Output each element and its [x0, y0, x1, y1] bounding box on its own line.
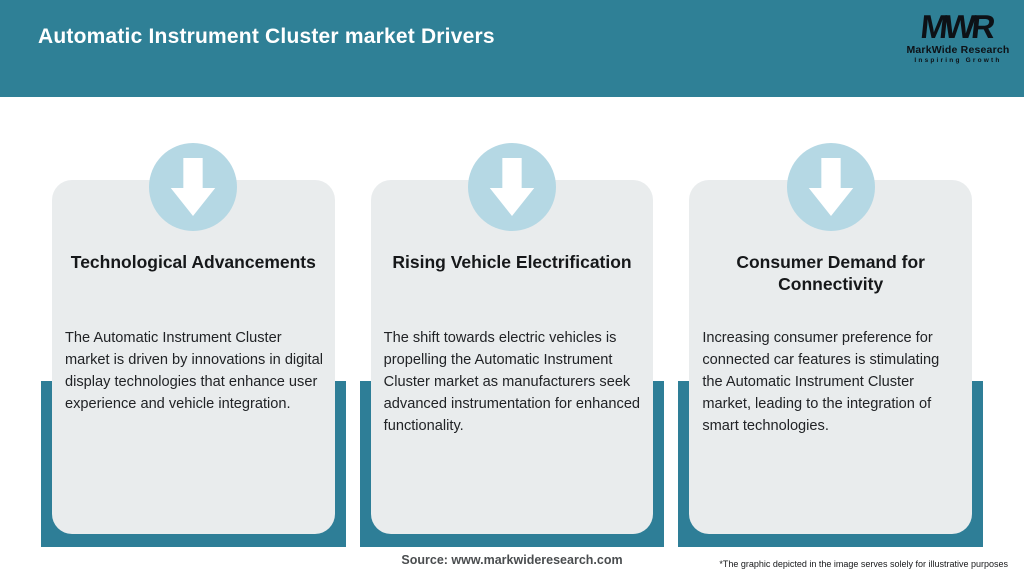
- down-arrow-icon: [808, 158, 853, 216]
- card-title: Rising Vehicle Electrification: [392, 252, 632, 272]
- card-panel: Consumer Demand for Connectivity Increas…: [689, 143, 973, 534]
- card-body: Increasing consumer preference for conne…: [702, 330, 940, 434]
- header-bar: Automatic Instrument Cluster market Driv…: [0, 0, 1024, 97]
- card-body: The shift towards electric vehicles is p…: [383, 330, 641, 434]
- mwr-logo-icon: MWR: [918, 8, 994, 45]
- down-arrow-badge: [786, 143, 875, 231]
- driver-card-3: Consumer Demand for Connectivity Increas…: [678, 143, 984, 547]
- disclaimer-text: *The graphic depicted in the image serve…: [719, 559, 1008, 569]
- down-arrow-icon: [171, 158, 216, 216]
- driver-card-1: Technological Advancements The Automatic…: [41, 143, 346, 547]
- card-title: Technological Advancements: [70, 252, 316, 272]
- down-arrow-badge: [149, 143, 238, 231]
- markwide-logo: MWR MarkWide Research Inspiring Growth: [906, 8, 1010, 64]
- logo-name: MarkWide Research: [906, 44, 1010, 56]
- card-body: The Automatic Instrument Cluster market …: [65, 330, 323, 412]
- logo-tagline: Inspiring Growth: [914, 56, 1002, 64]
- source-text: Source: www.markwideresearch.com: [401, 553, 623, 567]
- card-panel: Rising Vehicle Electrification The shift…: [370, 143, 654, 534]
- card-title: Consumer Demand for Connectivity: [736, 252, 925, 295]
- driver-card-2: Rising Vehicle Electrification The shift…: [359, 143, 665, 547]
- cards-row: Technological Advancements The Automatic…: [41, 143, 984, 547]
- card-panel: Technological Advancements The Automatic…: [52, 143, 335, 534]
- page-title: Automatic Instrument Cluster market Driv…: [38, 25, 495, 48]
- down-arrow-badge: [468, 143, 556, 231]
- down-arrow-icon: [489, 158, 535, 216]
